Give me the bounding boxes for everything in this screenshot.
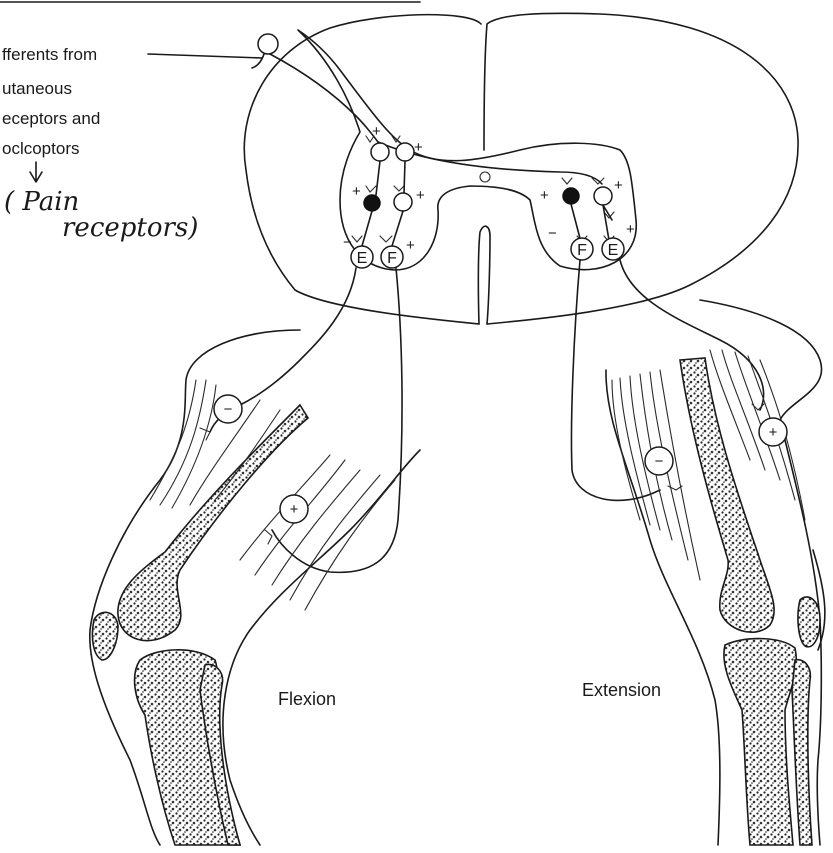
excitatory-interneuron-right <box>594 187 612 205</box>
afferent-label-line-2: utaneous <box>2 79 72 98</box>
sign-left-4: + <box>416 187 425 204</box>
sign-left-5: − <box>343 234 352 251</box>
extension-caption: Extension <box>582 680 661 700</box>
flexor-inhibited-marker-left-sign: − <box>224 401 233 418</box>
handwritten-note-line-2: receptors) <box>62 213 198 243</box>
motor-neuron-extensor-right-label: E <box>608 242 619 259</box>
central-canal <box>480 172 490 182</box>
sign-right-3: − <box>548 225 557 242</box>
tibia-right <box>724 639 796 845</box>
handwritten-arrow <box>30 162 42 182</box>
flexion-caption: Flexion <box>278 689 336 709</box>
fibula-right <box>792 660 812 845</box>
interneuron-left-upper-1 <box>371 143 389 161</box>
afferent-label-line-1: fferents from <box>2 45 97 64</box>
femur-left <box>118 405 308 641</box>
sign-right-2: + <box>614 177 623 194</box>
afferent-label-line-3: eceptors and <box>2 109 100 128</box>
motor-neuron-flexor-right-label: F <box>577 242 587 259</box>
spinal-cord-outline <box>244 13 798 324</box>
extensor-excited-marker-right-sign: + <box>769 424 778 441</box>
inhibitory-interneuron-left <box>364 195 380 211</box>
afferent-label-leader <box>148 54 262 58</box>
afferent-neuron-body <box>258 34 278 54</box>
interneuron-left-upper-2 <box>396 143 414 161</box>
afferent-label-line-4: oclcoptors <box>2 139 79 158</box>
inhibitory-interneuron-right <box>563 188 579 204</box>
motor-neuron-flexor-left-label: F <box>387 250 397 267</box>
ventral-fissure <box>478 226 490 324</box>
patella-left <box>92 612 118 660</box>
muscle-fibers-left <box>150 380 395 610</box>
sign-left-6: + <box>406 237 415 254</box>
sign-left-1: + <box>372 123 381 140</box>
sign-right-1: + <box>540 187 549 204</box>
sign-right-4: + <box>626 221 635 238</box>
sign-left-2: + <box>414 139 423 156</box>
sign-left-3: + <box>352 183 361 200</box>
thigh-inner-left <box>223 450 420 845</box>
handwritten-note: ( Pain receptors) <box>4 187 198 243</box>
flexor-inhibited-marker-right-sign: − <box>655 453 664 470</box>
motor-neuron-extensor-left-label: E <box>357 250 368 267</box>
afferent-label: fferents from utaneous eceptors and oclc… <box>2 45 105 158</box>
patella-right <box>798 597 820 647</box>
excitatory-interneuron-left <box>394 193 412 211</box>
flexor-excited-marker-left-sign: + <box>290 501 299 518</box>
